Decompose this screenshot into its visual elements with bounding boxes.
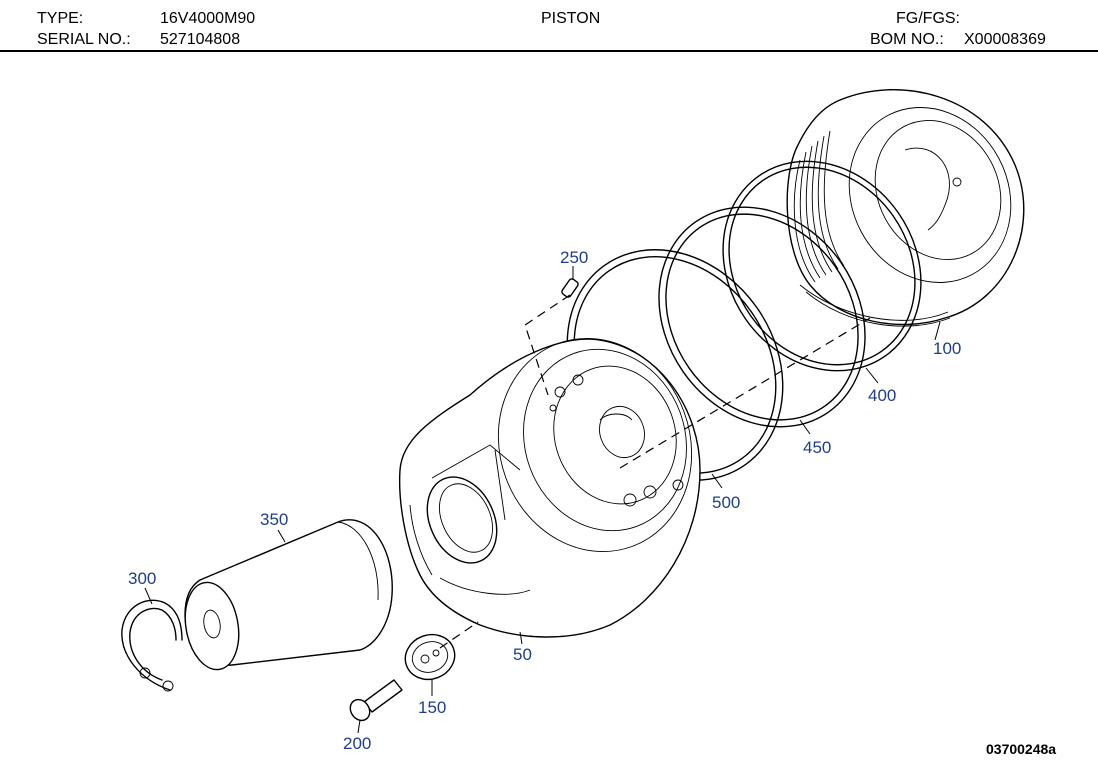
leader-400 <box>865 367 879 384</box>
center-axis-line <box>619 317 871 469</box>
callout-300[interactable]: 300 <box>128 569 156 588</box>
plug-part[interactable] <box>399 628 461 686</box>
leader-500 <box>711 473 723 489</box>
callout-450[interactable]: 450 <box>803 438 831 457</box>
callout-50[interactable]: 50 <box>513 645 532 664</box>
callout-100[interactable]: 100 <box>933 339 961 358</box>
type-label: TYPE: <box>37 10 84 27</box>
callout-150[interactable]: 150 <box>418 698 446 717</box>
dowel-pin-part[interactable] <box>561 278 580 298</box>
page-title: PISTON <box>541 10 601 27</box>
callout-250[interactable]: 250 <box>560 248 588 267</box>
callout-500[interactable]: 500 <box>712 493 740 512</box>
bom-label: BOM NO.: <box>870 31 944 48</box>
leader-200 <box>357 719 361 734</box>
serial-value: 527104808 <box>160 31 241 48</box>
circlip-part[interactable] <box>121 599 183 692</box>
callout-200[interactable]: 200 <box>343 734 371 753</box>
bom-value: X00008369 <box>964 31 1046 48</box>
piston-ring-400-part[interactable] <box>683 123 962 410</box>
piston-body-part[interactable] <box>398 311 722 638</box>
piston-pin-part[interactable] <box>179 519 393 674</box>
screw-part[interactable] <box>346 679 403 724</box>
header-rule <box>0 50 1098 52</box>
piston-ring-450-part[interactable] <box>617 167 907 467</box>
serial-label: SERIAL NO.: <box>37 31 131 48</box>
type-value: 16V4000M90 <box>160 10 256 27</box>
drawing-number: 03700248a <box>986 741 1056 757</box>
leader-300 <box>144 587 153 605</box>
fg-fgs-label: FG/FGS: <box>896 10 960 27</box>
leader-50 <box>519 631 523 645</box>
leader-100 <box>934 321 941 341</box>
plug-axis-line <box>439 621 479 649</box>
leader-350 <box>277 529 286 543</box>
callout-350[interactable]: 350 <box>260 510 288 529</box>
callout-400[interactable]: 400 <box>868 386 896 405</box>
leader-450 <box>799 419 811 435</box>
pin-hole-axis-line <box>524 294 571 396</box>
